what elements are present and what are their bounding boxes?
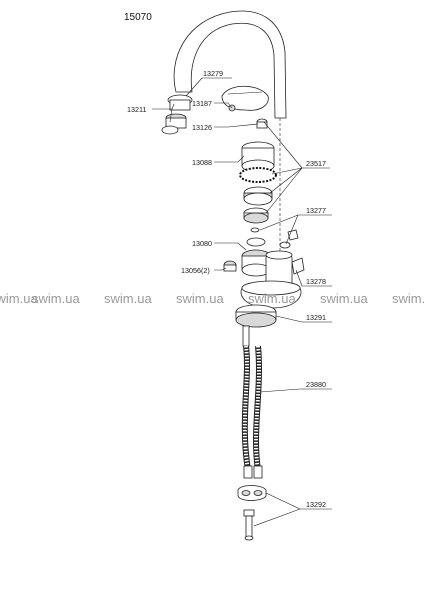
mounting-kit (237, 485, 267, 541)
part-labels: 13279 13211 13187 13126 13088 23517 1327… (127, 69, 326, 509)
watermark-text: swim.ua (0, 291, 38, 306)
part-label-13126: 13126 (192, 123, 212, 132)
watermark-text: swim.ua (104, 291, 152, 306)
watermark-text: swim.ua (320, 291, 368, 306)
leader-lines (152, 77, 332, 527)
watermark-text: swim.ua (176, 291, 224, 306)
gear-ring-1 (239, 167, 277, 183)
spray-head (221, 85, 269, 112)
part-label-13187: 13187 (192, 99, 212, 108)
aerator (161, 94, 193, 135)
part-label-13277: 13277 (306, 206, 326, 215)
part-label-13292: 13292 (306, 500, 326, 509)
part-label-23517: 23517 (306, 159, 326, 168)
gear-ring-2 (243, 186, 273, 206)
flexible-hoses (241, 325, 263, 479)
spout-nut (256, 118, 268, 129)
base-ring (235, 304, 277, 328)
part-label-13291: 13291 (306, 313, 326, 322)
watermark-text: swim.ua (248, 291, 296, 306)
part-label-13088: 13088 (192, 158, 212, 167)
cartridge (241, 237, 271, 277)
lever-part (291, 257, 305, 275)
small-o-ring (250, 227, 260, 233)
ring-3 (243, 207, 269, 224)
part-label-23880: 23880 (306, 380, 326, 389)
model-number: 15070 (124, 12, 152, 23)
part-label-13056: 13056(2) (181, 266, 210, 275)
part-label-13080: 13080 (192, 239, 212, 248)
watermark-row: swim.ua swim.ua swim.ua swim.ua swim.ua … (0, 291, 424, 306)
watermark-text: swim.ua (392, 291, 424, 306)
part-label-13279: 13279 (203, 69, 223, 78)
side-nut (223, 260, 237, 272)
watermark-text: swim.ua (32, 291, 80, 306)
diverter-clip (279, 229, 299, 249)
part-label-13278: 13278 (306, 277, 326, 286)
faucet-body (240, 250, 302, 309)
part-label-13211: 13211 (127, 105, 146, 114)
